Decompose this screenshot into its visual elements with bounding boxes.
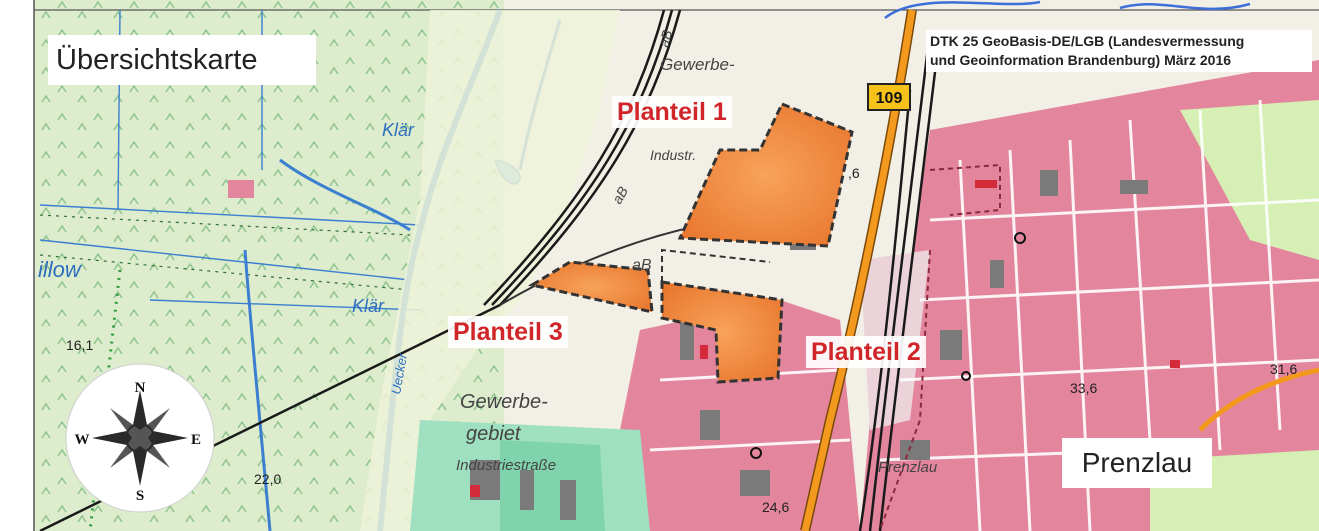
compass-w: W	[75, 432, 90, 448]
map-label-ab-3: aB	[632, 257, 652, 274]
map-label-ab-1: aB	[655, 28, 675, 49]
plan-area-2	[660, 280, 784, 384]
elevation-22-0: 22,0	[254, 471, 281, 487]
map-label-gewerbe-top: Gewerbe-	[660, 55, 735, 74]
compass-n: N	[135, 380, 146, 396]
map-credit: DTK 25 GeoBasis-DE/LGB (Landesvermessung…	[926, 30, 1312, 72]
compass-s: S	[136, 488, 144, 504]
map-credit-line-2: und Geoinformation Brandenburg) März 201…	[930, 52, 1232, 68]
map-label-industrie: Industr.	[650, 147, 696, 163]
plan-label-1: Planteil 1	[612, 96, 732, 128]
map-label-klaer-2: Klär	[352, 296, 385, 316]
compass-e: E	[191, 432, 201, 448]
svg-text:109: 109	[876, 90, 903, 107]
map-label-uecker: Uecker	[388, 352, 410, 396]
road-shield-b109: 109	[867, 83, 911, 111]
map-label-ab-2: aB	[609, 184, 631, 207]
plan-label-2: Planteil 2	[806, 336, 926, 368]
elevation-16-1: 16,1	[66, 337, 93, 353]
map-label-klaer-1: Klär	[382, 120, 415, 140]
plan-label-3: Planteil 3	[448, 316, 568, 348]
compass-rose-icon: N S E W	[65, 363, 215, 513]
elevation-24-6: 24,6	[762, 499, 789, 515]
map-credit-line-1: DTK 25 GeoBasis-DE/LGB (Landesvermessung	[930, 33, 1245, 49]
elevation-33-6: 33,6	[1070, 380, 1097, 396]
city-label-prenzlau: Prenzlau	[1062, 438, 1212, 488]
elevation-31-6: 31,6	[1270, 361, 1297, 377]
plan-area-1	[677, 102, 854, 248]
map-label-prenzlau-small: Prenzlau	[878, 459, 938, 476]
map-label-strasse: Industriestraße	[456, 457, 556, 474]
map-label-willow: illow	[38, 257, 83, 282]
map-title: Übersichtskarte	[48, 35, 316, 85]
map-label-gewerbe-bottom-2: gebiet	[466, 423, 522, 445]
plan-area-3	[528, 260, 654, 314]
map-label-gewerbe-bottom-1: Gewerbe-	[460, 391, 548, 413]
elevation-6: ,6	[848, 165, 860, 181]
